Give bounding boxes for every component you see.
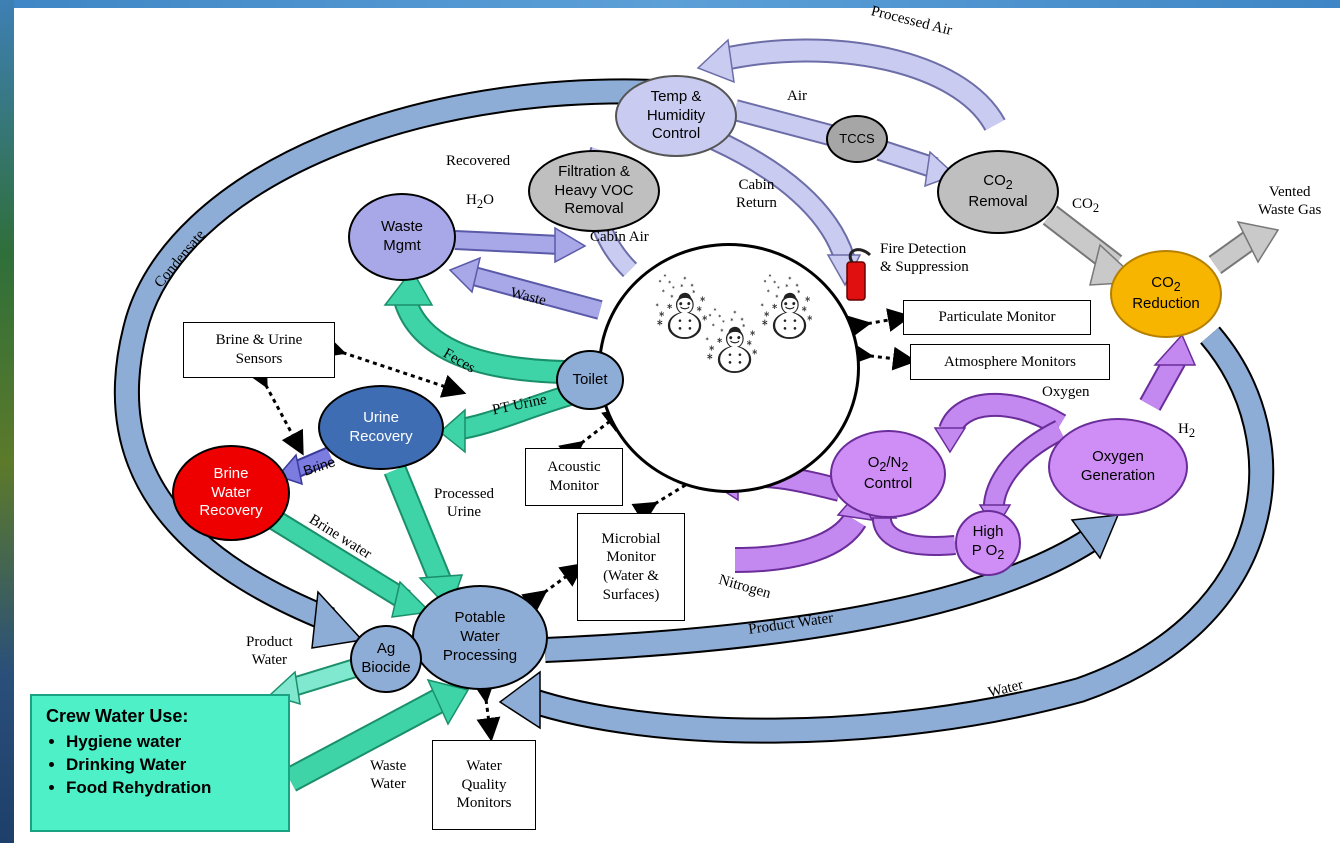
acoustic-monitor-box: Acoustic Monitor (525, 448, 623, 506)
person-icon: ☃ (700, 312, 763, 389)
crew-water-use-title: Crew Water Use: (46, 706, 189, 726)
temp-humidity-node: Temp & Humidity Control (615, 75, 737, 157)
potable-water-processing-node: Potable Water Processing (412, 585, 548, 690)
particulate-monitor-box: Particulate Monitor (903, 300, 1091, 335)
background-strip-left (0, 0, 14, 843)
waste-mgmt-node: Waste Mgmt (348, 193, 456, 281)
urine-recovery-node: Urine Recovery (318, 385, 444, 470)
oxygen-generation-node: Oxygen Generation (1048, 418, 1188, 516)
filtration-node: Filtration & Heavy VOC Removal (528, 150, 660, 232)
toilet-node: Toilet (556, 350, 624, 410)
fire-detection-label: Fire Detection & Suppression (880, 241, 969, 275)
product-water-arrowhead (1070, 514, 1120, 560)
water-quality-monitors-box: Water Quality Monitors (432, 740, 536, 830)
atmosphere-monitors-box: Atmosphere Monitors (910, 344, 1110, 380)
recovered-label: Recovered (446, 153, 511, 169)
tccs-node: TCCS (826, 115, 888, 163)
crew-water-use-box: Crew Water Use: Hygiene water Drinking W… (30, 694, 290, 832)
oxygen-label: Oxygen (1042, 384, 1090, 400)
cabin-air-label: Cabin Air (590, 229, 649, 245)
water-arrowhead (498, 670, 541, 730)
background-strip-top (0, 0, 1340, 8)
processed-urine-label: Processed Urine (434, 486, 494, 520)
crew-water-use-item: Drinking Water (66, 754, 276, 777)
air-label: Air (787, 88, 807, 104)
vented-waste-gas-label: Vented Waste Gas (1258, 184, 1322, 218)
crew-water-use-item: Food Rehydration (66, 777, 276, 800)
person-icon: ☃ (650, 278, 713, 355)
crew-water-use-item: Hygiene water (66, 731, 276, 754)
condensate-arrowhead (311, 590, 364, 649)
ag-biocide-node: Ag Biocide (350, 625, 422, 693)
product-water-left-label: Product Water (246, 634, 293, 668)
h2-label: H2 (1178, 421, 1196, 440)
co2-flow-label: CO2 (1072, 196, 1100, 215)
microbial-monitor-box: Microbial Monitor (Water & Surfaces) (577, 513, 685, 621)
cabin-return-label: Cabin Return (736, 177, 777, 211)
person-icon: ☃ (755, 278, 818, 355)
waste-water-label: Waste Water (370, 758, 407, 792)
fire-extinguisher-icon (846, 248, 872, 301)
brine-water-recovery-node: Brine Water Recovery (172, 445, 290, 541)
brine-urine-sensors-box: Brine & Urine Sensors (183, 322, 335, 378)
h2o-label: H2O (466, 192, 494, 211)
